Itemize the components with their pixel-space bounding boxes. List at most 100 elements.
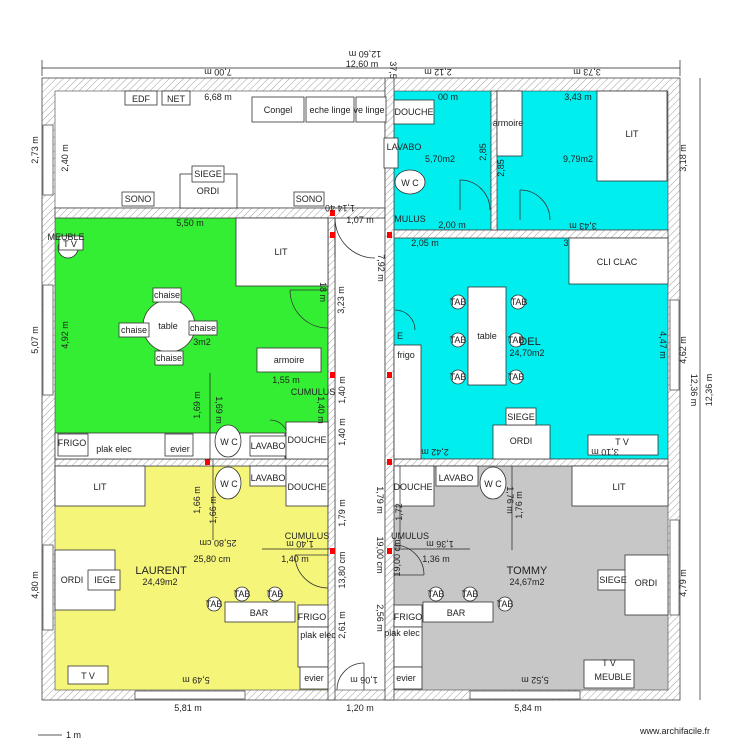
label-lit-tommy: LIT [612,482,626,492]
label-armoire-green: armoire [274,355,305,365]
label-chaise-left: chaise [121,325,147,335]
label-cyan-bed-area: 9,79m2 [563,154,593,164]
dim-total-flipped: 12,60 m [349,49,382,59]
dim-mid-small: 37,5 [388,61,398,79]
label-lavabo-green: LAVABO [251,441,286,451]
label-douche-laurent: DOUCHE [287,482,326,492]
dim-top-left-area: 6,68 m [204,92,232,102]
label-douche-green: DOUCHE [287,435,326,445]
label-sono-right: SONO [296,194,323,204]
label-wc-green: W C [220,437,238,447]
label-siege-noel: SIEGE [507,412,535,422]
label-laurent-area: 24,49m2 [142,577,177,587]
furniture-tommy [393,465,669,690]
label-sono-left: SONO [125,194,152,204]
label-siege-top: SIEGE [194,169,222,179]
label-tab-3: TAB [450,335,467,345]
dim-green-top: 5,50 m [176,218,204,228]
dim-cyan-top: 00 m [438,92,458,102]
wall-v1 [384,77,395,701]
label-plak-laurent: plak elec [300,630,336,640]
label-ordi-laurent: ORDI [61,575,84,585]
label-tab-l2: TAB [267,589,284,599]
dim-laurent-bath2: 1,66 m [208,496,218,524]
label-tab-l3: TAB [206,599,223,609]
dim-laurent-bath-w2: 1,40 m [286,539,314,549]
dim-green-left-out: 5,07 m [30,326,40,354]
dim-tommy-bath: 1,72 [394,503,404,521]
dim-corridor-mid: 1,14 40 [325,203,355,213]
dim-tommy-bath-w2: 1,36 m [426,539,454,549]
wall-h2 [393,229,669,239]
dim-left-top: 7,00 m [204,67,232,77]
dim-green-right2: 18 m [318,282,328,302]
furniture-top [57,90,668,259]
label-lavabo-cyan: LAVABO [387,142,422,152]
dim-armoire: 1,55 m [272,375,300,385]
label-green-area: 3m2 [193,337,211,347]
label-armoire-cyan: armoire [493,118,524,128]
wall-v2 [327,217,336,701]
label-siege-laurent: IEGE [94,575,116,585]
dim-laurent-out-bottom: 5,81 m [174,703,202,713]
label-linge2: ve linge [353,105,384,115]
door-markers [205,210,392,554]
label-tab-t1: TAB [428,589,445,599]
label-ordi-noel: ORDI [510,436,533,446]
label-meuble-tommy: MEUBLE [594,672,631,682]
label-e-cut: E [397,331,403,341]
dim-left-inner: 2,40 m [60,144,70,172]
dim-mid-top: 2,12 m [424,67,452,77]
label-chaise-right: chaise [190,323,216,333]
windows [42,124,680,700]
label-bar-tommy: BAR [447,608,466,618]
dim-laurent-bottom: 5,49 m [182,675,210,685]
label-tab-2: TAB [511,297,528,307]
label-cumulus-top: MULUS [394,214,426,224]
label-plak-tommy: plak elec [384,628,420,638]
label-wc-laurent: W C [220,479,238,489]
label-bar-laurent: BAR [250,608,269,618]
wall-v3 [490,90,498,231]
label-chaise-bottom: chaise [156,353,182,363]
wall-h4 [384,458,669,467]
label-lit-cyan: LIT [625,129,639,139]
label-lavabo-laurent: LAVABO [251,473,286,483]
label-tab-t3: TAB [497,599,514,609]
dim-corridor-h4: 1,40 m [316,396,326,424]
dim-laurent-bath: 1,66 m [192,486,202,514]
dim-noel-bottom: 2,42 m [421,447,449,457]
label-tab-4: TAB [508,335,525,345]
label-table-green: table [158,321,178,331]
dim-cyan-bed-top: 3,43 m [564,92,592,102]
label-evier-laurent: evier [304,673,324,683]
site-watermark: www.archifacile.fr [639,726,710,736]
dim-tommy-bath-w: 1,36 m [422,554,450,564]
label-tab-1: TAB [450,297,467,307]
label-laurent-name: LAURENT [135,565,187,577]
dim-total: 12,60 m [346,59,379,69]
dim-bath-w: 2,00 m [438,220,466,230]
label-tommy-name: TOMMY [507,565,548,577]
label-lit-laurent: LIT [93,482,107,492]
dim-corridor-l: 13,80 cm [337,551,347,588]
dim-left-side: 2,73 m [30,136,40,164]
dim-corridor-h3: 1,40 m [337,418,347,446]
label-douche-cyan: DOUCHE [394,107,433,117]
dim-laurent-w: 25,80 cm [193,554,230,564]
label-tab-6: TAB [508,372,525,382]
dim-lounge-w: 2,05 m [411,238,439,248]
dim-bath-green2: 1,69 m [214,396,224,424]
dim-corridor-h: 7,92 m [376,254,386,282]
dim-corridor-door: 1,06 m [350,675,378,685]
dim-tommy-bottom: 5,84 m [514,703,542,713]
label-plak-elec: plak elec [96,444,132,454]
dim-right-top-h: 3,18 m [678,144,688,172]
dim-right-top: 3,73 m [573,67,601,77]
label-douche-tommy: DOUCHE [393,482,432,492]
furniture-green [54,217,329,460]
dim-green-right: 3,23 m [336,286,346,314]
tab-seats [206,294,526,612]
